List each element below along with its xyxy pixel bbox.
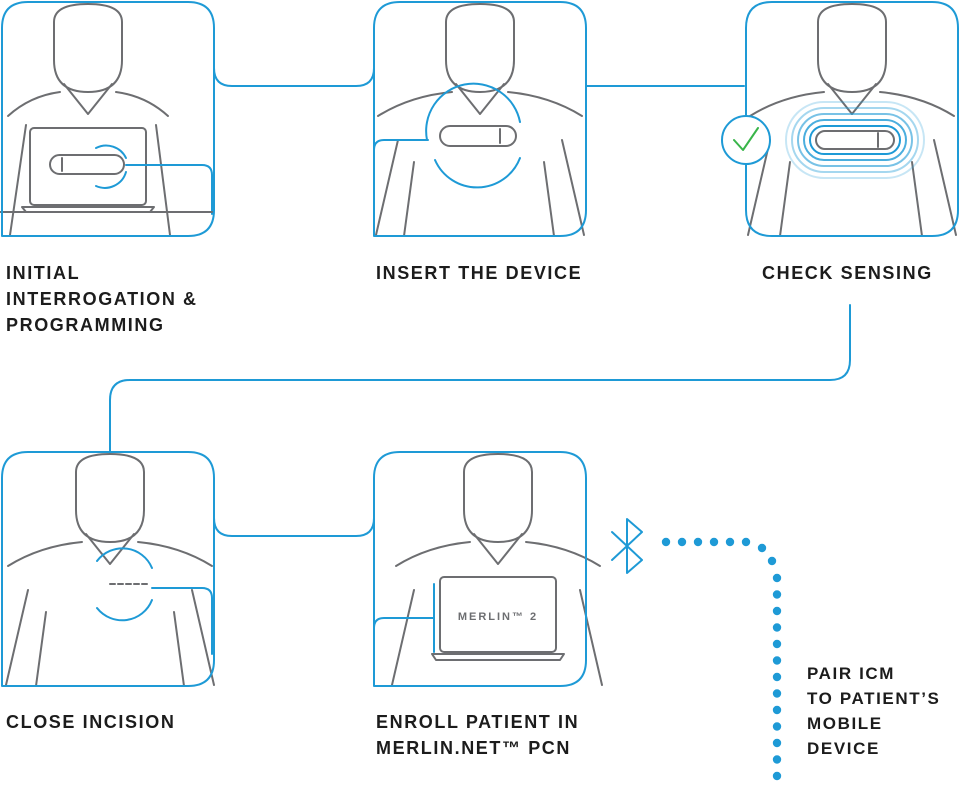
connector-3-4	[109, 304, 851, 453]
pairing-dot	[772, 672, 782, 682]
step-enroll-label: ENROLL PATIENT IN MERLIN.NET™ PCN	[376, 712, 580, 758]
step-sensing-label: CHECK SENSING	[762, 263, 933, 283]
pairing-dot	[767, 556, 777, 566]
insert-device-icon	[425, 82, 521, 189]
step-initial-figure	[0, 1, 215, 237]
step-close-figure	[1, 451, 215, 687]
check-icon	[721, 115, 771, 165]
pairing-dot	[772, 606, 782, 616]
laptop-brand-label: MERLIN™ 2	[458, 611, 538, 623]
pairing-dot	[772, 771, 782, 781]
step-enroll-frame	[373, 451, 587, 687]
step-initial-label: INITIAL INTERROGATION & PROGRAMMING	[6, 263, 198, 335]
pairing-dot	[772, 755, 782, 764]
step-sensing-frame	[745, 1, 959, 237]
step-insert-figure	[373, 1, 587, 237]
connector-1-2	[213, 49, 375, 87]
sensing-waves-icon	[785, 101, 925, 179]
step-sensing-figure	[721, 1, 959, 237]
pairing-dot	[772, 656, 782, 665]
bluetooth-icon	[611, 518, 643, 574]
step-enroll-figure: MERLIN™ 2	[373, 451, 603, 687]
pairing-dot	[693, 537, 703, 547]
step-close-frame	[1, 451, 215, 687]
step-pair-label: PAIR ICM TO PATIENT’S MOBILE DEVICE	[807, 664, 941, 758]
pairing-dot	[757, 543, 767, 553]
merlin-laptop-icon: MERLIN™ 2	[431, 576, 565, 661]
step-insert-frame	[373, 1, 587, 237]
pairing-dot	[661, 537, 671, 547]
pairing-dot	[772, 590, 782, 599]
pairing-dot	[772, 573, 782, 583]
pairing-dot	[741, 537, 751, 547]
pairing-dot	[725, 537, 735, 547]
pairing-dot	[772, 639, 782, 649]
connector-4-5	[213, 499, 375, 537]
pairing-dot	[772, 705, 782, 715]
step-initial-frame	[1, 1, 215, 237]
pairing-dot	[772, 689, 782, 698]
pairing-dot	[772, 738, 782, 748]
pairing-dot	[772, 623, 782, 632]
pairing-dotted-path	[661, 537, 782, 781]
pairing-dot	[772, 722, 782, 731]
step-insert-label: INSERT THE DEVICE	[376, 263, 583, 283]
laptop-device-icon	[21, 127, 155, 213]
incision-icon	[96, 547, 153, 622]
pairing-dot	[677, 537, 687, 547]
pairing-dot	[709, 537, 719, 547]
step-close-label: CLOSE INCISION	[6, 712, 176, 732]
